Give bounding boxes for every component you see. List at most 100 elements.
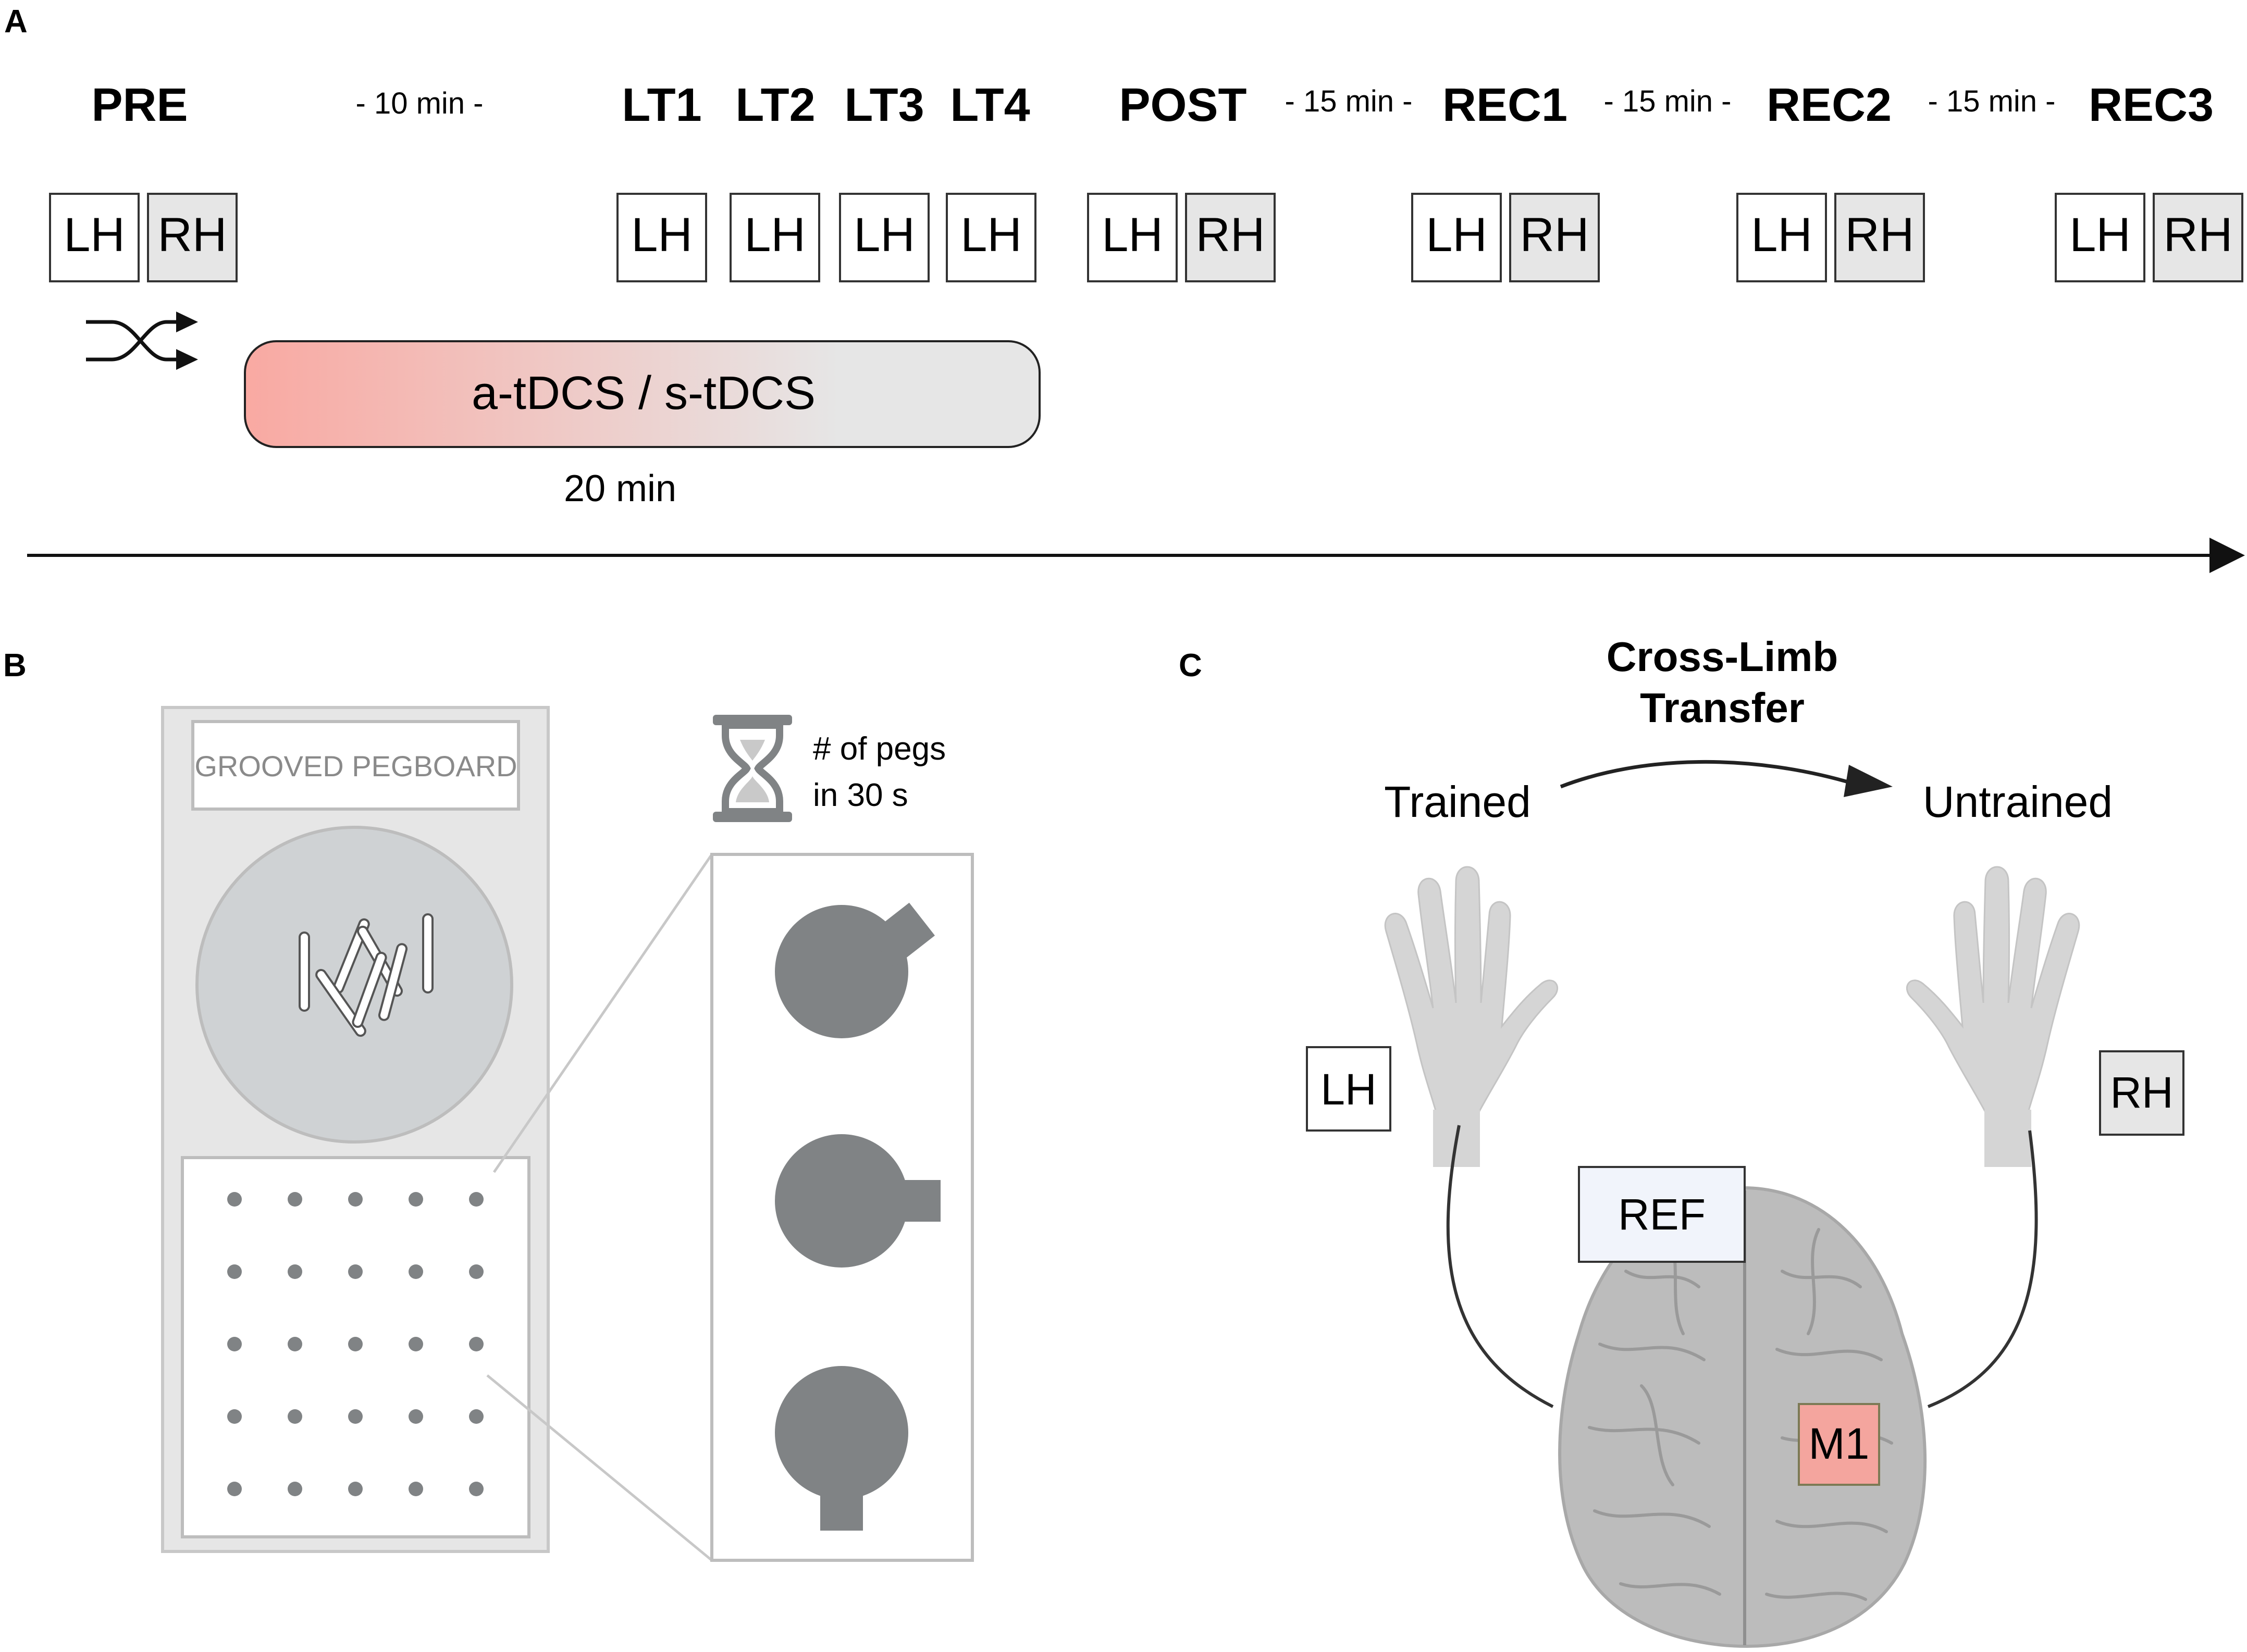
trained-label: Trained [1384, 777, 1531, 826]
wire-right [1927, 1130, 2038, 1408]
hole-grid [227, 1192, 484, 1496]
rh-box-label: RH [2164, 208, 2233, 262]
rh-box [2153, 193, 2243, 282]
ref-label: REF [1618, 1190, 1706, 1239]
rh-box-label: RH [1196, 208, 1265, 262]
timepoint-boxes-rec1: LH RH [1411, 193, 1600, 282]
lh-box-label: LH [2069, 208, 2131, 262]
peg-well [195, 826, 513, 1144]
panel-a-label: A [4, 4, 28, 40]
panel-b-label: B [3, 648, 27, 684]
brain-icon [1558, 1186, 1927, 1648]
peg [422, 913, 434, 993]
timepoint-boxes-post: LH RH [1087, 193, 1276, 282]
peg-hole [469, 1482, 484, 1496]
time-axis-arrowhead [2209, 538, 2245, 573]
rh-box [1834, 193, 1925, 282]
peg [352, 951, 387, 1028]
timepoint-label-rec2: REC2 [1767, 79, 1892, 131]
rh-box [147, 193, 238, 282]
peg-hole [288, 1482, 302, 1496]
timepoint-boxes-rec2: LH RH [1736, 193, 1925, 282]
timepoint-boxes-rec3: LH RH [2055, 193, 2243, 282]
panel-a: A PRE LT1 LT2 LT3 LT4 POST REC1 REC2 REC… [4, 4, 2245, 573]
peg-hole [409, 1337, 423, 1351]
zoom-line-bottom [486, 1374, 713, 1561]
timepoint-label-lt3: LT3 [844, 79, 924, 131]
lh-box-label: LH [960, 208, 1022, 262]
m1-label: M1 [1809, 1419, 1870, 1468]
interval-post-rec1: - 15 min - [1285, 84, 1413, 118]
peg-hole [348, 1482, 363, 1496]
shuffle-icon [86, 312, 198, 370]
transfer-arrowhead [1844, 765, 1893, 797]
peg-hole-icon-1 [775, 902, 935, 1038]
timer-text-line2: in 30 s [813, 777, 908, 813]
tdcs-duration: 20 min [564, 468, 676, 510]
peg-hole [227, 1192, 242, 1207]
peg-hole [409, 1409, 423, 1424]
lh-box-label: LH [1102, 208, 1163, 262]
loose-pegs [299, 913, 434, 1037]
rh-box [1185, 193, 1276, 282]
timepoint-label-pre: PRE [91, 79, 188, 131]
peg-hole [348, 1264, 363, 1279]
interval-rec2-rec3: - 15 min - [1928, 84, 2056, 118]
peg-hole-icon-2 [775, 1134, 941, 1268]
peg-hole [288, 1264, 302, 1279]
peg-hole [227, 1482, 242, 1496]
peg-hole [227, 1337, 242, 1351]
hourglass-icon [713, 715, 792, 822]
timepoint-boxes-lt3: LH [839, 193, 930, 282]
timepoint-label-lt1: LT1 [622, 79, 701, 131]
peg-hole [348, 1192, 363, 1207]
peg [378, 943, 408, 1021]
m1-electrode [1798, 1403, 1880, 1486]
pegboard-title-box [191, 720, 520, 811]
lh-box [839, 193, 930, 282]
timer-text-line1: # of pegs [813, 731, 946, 767]
rh-box-label: RH [2110, 1068, 2173, 1117]
wire-left [1446, 1125, 1554, 1408]
lh-box-label: LH [1426, 208, 1487, 262]
peg-hole [348, 1337, 363, 1351]
peg-hole [409, 1482, 423, 1496]
lh-box [49, 193, 140, 282]
peg-hole [348, 1409, 363, 1424]
lh-box-label: LH [1751, 208, 1812, 262]
peg-hole-icon-3 [775, 1366, 908, 1531]
transfer-arrow [1560, 760, 1856, 789]
timepoint-label-rec1: REC1 [1442, 79, 1567, 131]
lh-box [2055, 193, 2145, 282]
lh-box-label: LH [854, 208, 915, 262]
peg-hole [227, 1264, 242, 1279]
peg-hole [469, 1409, 484, 1424]
timepoint-boxes-pre: LH RH [49, 193, 238, 282]
lh-box [1306, 1046, 1391, 1132]
lh-box [616, 193, 707, 282]
peg-hole [469, 1192, 484, 1207]
tdcs-bar [244, 340, 1041, 448]
lh-box [1736, 193, 1827, 282]
cross-limb-title-line2: Transfer [1640, 685, 1805, 731]
timepoint-label-lt4: LT4 [950, 79, 1030, 131]
peg [299, 931, 310, 1012]
peg-hole [288, 1337, 302, 1351]
untrained-label: Untrained [1923, 777, 2113, 826]
lh-box [1411, 193, 1502, 282]
panel-b: B GROOVED PEGBOARD [3, 648, 974, 1562]
interval-rec1-rec2: - 15 min - [1604, 84, 1732, 118]
ref-electrode [1578, 1166, 1746, 1263]
timepoint-label-lt2: LT2 [735, 79, 815, 131]
panel-c: C Cross-Limb Transfer Trained Untrained … [1179, 634, 2184, 1648]
tdcs-label: a-tDCS / s-tDCS [472, 367, 816, 419]
lh-box-label: LH [744, 208, 806, 262]
interval-pre-stim: - 10 min - [356, 86, 484, 120]
rh-box-label: RH [1520, 208, 1589, 262]
peg-hole [288, 1409, 302, 1424]
rh-box [2099, 1050, 2184, 1136]
rh-box-label: RH [158, 208, 227, 262]
pegboard-title: GROOVED PEGBOARD [194, 750, 517, 782]
peg-hole [288, 1192, 302, 1207]
peg-hole [469, 1337, 484, 1351]
